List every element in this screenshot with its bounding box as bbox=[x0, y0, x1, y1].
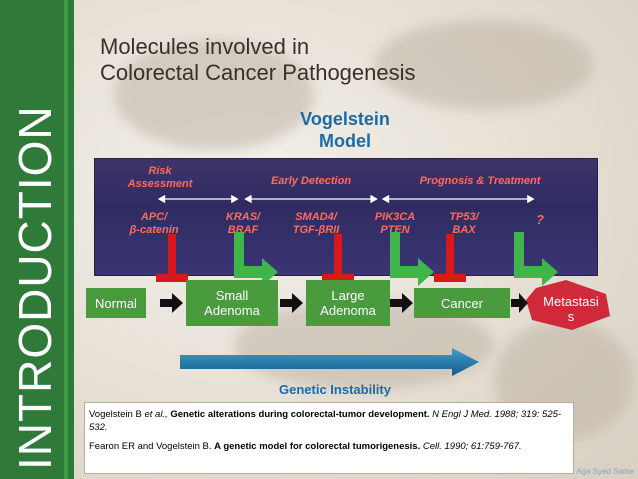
gene-pik3ca-line-2: PTEN bbox=[380, 224, 410, 236]
gene-tp53-line-2: BAX bbox=[452, 224, 476, 236]
gene-effect-markers bbox=[156, 232, 558, 286]
activator-marker-kras bbox=[234, 232, 278, 286]
activator-marker-pik3ca bbox=[390, 232, 434, 286]
slide-title-line-2: Colorectal Cancer Pathogenesis bbox=[100, 60, 416, 85]
side-band-line bbox=[64, 0, 68, 479]
reference-1-etal: et al., bbox=[144, 409, 168, 420]
category-risk-line-2: Assessment bbox=[127, 178, 193, 190]
gene-smad4: SMAD4/ TGF-βRII bbox=[281, 211, 351, 237]
inhibitor-marker-tp53 bbox=[434, 234, 466, 282]
reference-2-title: A genetic model for colorectal tumorigen… bbox=[214, 441, 421, 452]
stage-normal: Normal bbox=[86, 288, 146, 318]
model-title-line-1: Vogelstein bbox=[300, 109, 390, 129]
stage-large-adenoma-line-2: Adenoma bbox=[320, 303, 376, 318]
gene-pik3ca-line-1: PIK3CA bbox=[374, 211, 416, 223]
gene-smad4-line-1: SMAD4/ bbox=[295, 211, 337, 223]
arrow-small-to-large bbox=[280, 293, 303, 313]
model-title-line-2: Model bbox=[319, 131, 371, 151]
stage-small-adenoma-line-1: Small bbox=[215, 288, 249, 303]
category-range-arrows bbox=[157, 195, 535, 203]
genetic-instability-arrow bbox=[180, 348, 479, 376]
gene-apc-line-2: β-catenin bbox=[129, 224, 179, 236]
inhibitor-marker-apc bbox=[156, 234, 188, 282]
reference-1: Vogelstein B et al., Genetic alterations… bbox=[89, 408, 569, 434]
stage-large-adenoma: Large Adenoma bbox=[306, 280, 390, 326]
stage-metastasis-line-1: Metastasi bbox=[543, 294, 599, 309]
slide-title: Molecules involved in Colorectal Cancer … bbox=[100, 34, 416, 86]
reference-2-author: Fearon ER and Vogelstein B. bbox=[89, 441, 215, 452]
model-title: Vogelstein Model bbox=[250, 108, 440, 152]
genetic-instability-label: Genetic Instability bbox=[279, 382, 391, 397]
stage-large-adenoma-line-1: Large bbox=[331, 288, 365, 303]
section-label: INTRODUCTION bbox=[9, 105, 61, 470]
stage-metastasis: Metastasi s bbox=[526, 280, 610, 330]
category-prognosis-treatment: Prognosis & Treatment bbox=[419, 175, 541, 187]
stage-small-adenoma: Small Adenoma bbox=[186, 280, 278, 326]
stage-small-adenoma-line-2: Adenoma bbox=[204, 303, 260, 318]
category-risk-line-1: Risk bbox=[148, 165, 172, 177]
arrow-cancer-to-metastasis bbox=[511, 293, 528, 313]
category-risk-assessment: Risk Assessment bbox=[115, 165, 205, 191]
inhibitor-marker-smad4 bbox=[322, 234, 354, 282]
reference-1-journal: N Engl J Med. 1988; 319: 525-532. bbox=[89, 409, 562, 433]
stage-metastasis-line-2: s bbox=[567, 309, 575, 324]
gene-tp53-line-1: TP53/ bbox=[449, 211, 479, 223]
author-credit: Aga Syed Same bbox=[576, 467, 634, 476]
gene-tp53: TP53/ BAX bbox=[439, 211, 489, 237]
reference-1-title: Genetic alterations during colorectal-tu… bbox=[167, 409, 430, 420]
category-early-detection: Early Detection bbox=[270, 175, 352, 187]
stage-metastasis-label: Metastasi s bbox=[538, 294, 604, 324]
slide-title-line-1: Molecules involved in bbox=[100, 34, 310, 59]
stage-cancer: Cancer bbox=[414, 288, 510, 318]
side-band bbox=[0, 0, 74, 479]
references-box: Vogelstein B et al., Genetic alterations… bbox=[84, 402, 574, 474]
arrow-normal-to-small bbox=[160, 293, 183, 313]
reference-1-author: Vogelstein B bbox=[89, 409, 145, 420]
gene-apc: APC/ β-catenin bbox=[119, 211, 189, 237]
reference-2-journal: Cell. 1990; 61:759-767. bbox=[420, 441, 522, 452]
metastasis-shape bbox=[526, 280, 610, 330]
gene-kras-line-1: KRAS/ bbox=[225, 211, 261, 223]
gene-pik3ca: PIK3CA PTEN bbox=[365, 211, 425, 237]
gene-smad4-line-2: TGF-βRII bbox=[292, 224, 340, 236]
arrow-large-to-cancer bbox=[390, 293, 413, 313]
gene-unknown: ? bbox=[536, 212, 544, 227]
reference-2: Fearon ER and Vogelstein B. A genetic mo… bbox=[89, 440, 569, 453]
gene-apc-line-1: APC/ bbox=[140, 211, 168, 223]
activator-marker-unknown bbox=[514, 232, 558, 286]
